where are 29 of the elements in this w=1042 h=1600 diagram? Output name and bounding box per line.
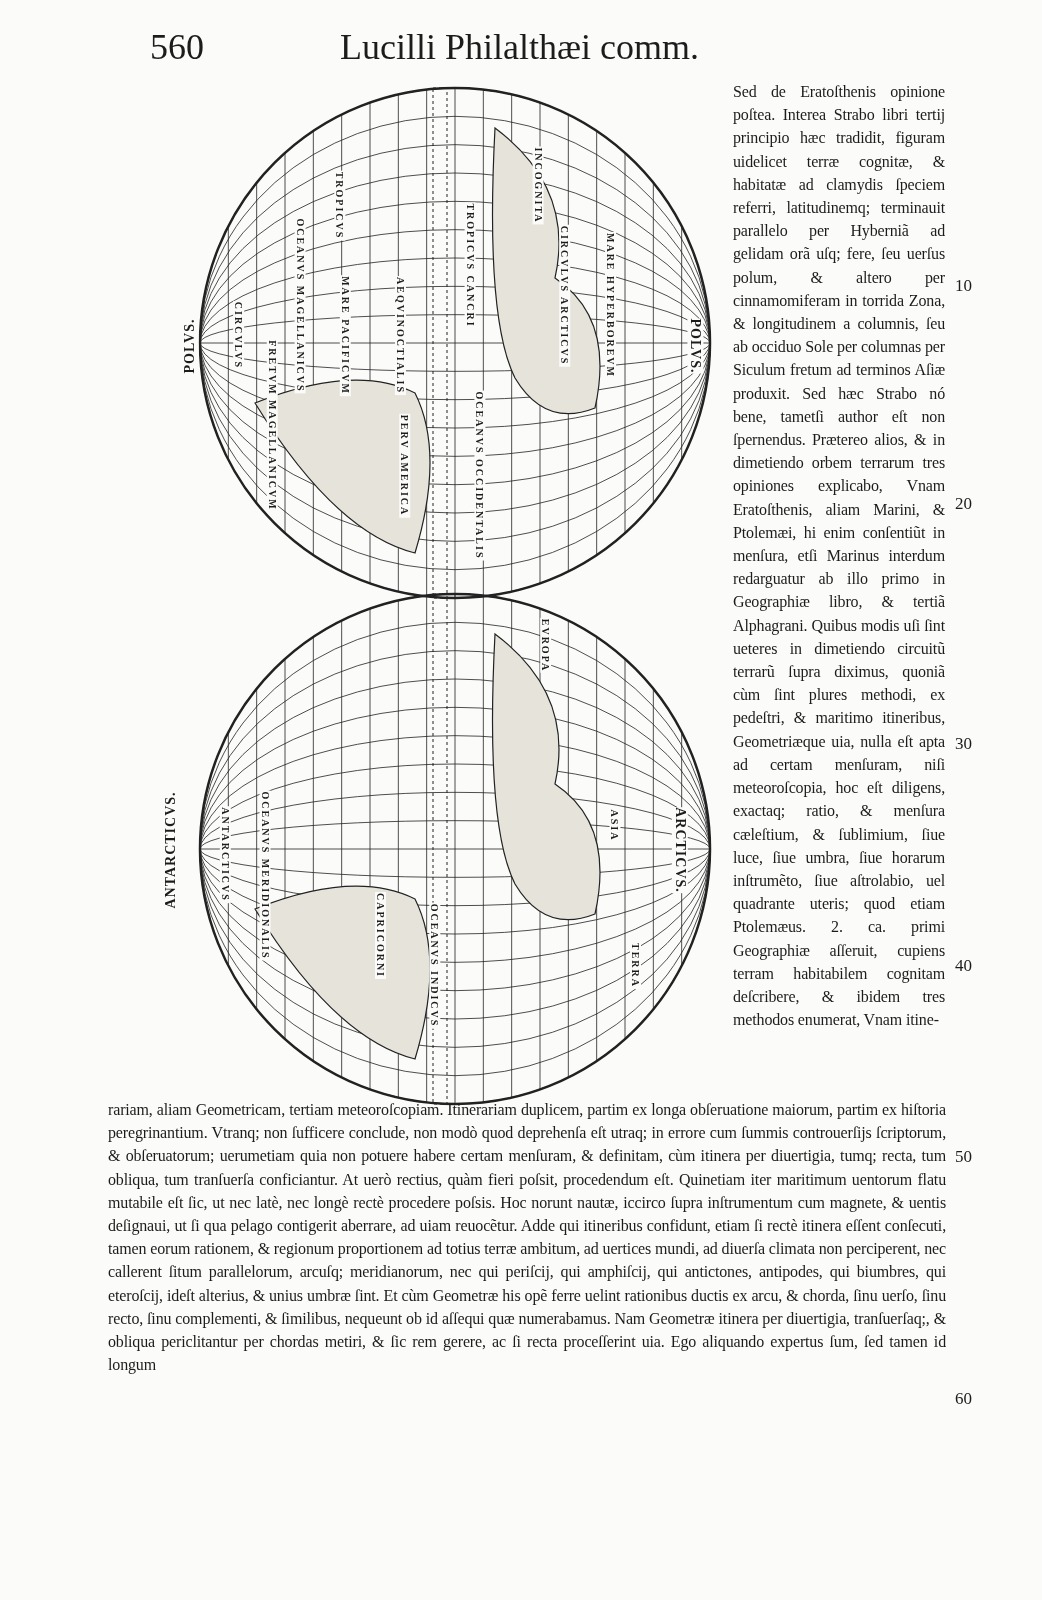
- map-label: OCEANVS MERIDIONALIS: [259, 790, 271, 961]
- map-label: ASIA: [609, 808, 621, 843]
- map-label: OCEANVS INDICVS: [429, 902, 441, 1029]
- map-label: OCEANVS OCCIDENTALIS: [474, 390, 486, 561]
- page-number: 560: [150, 26, 204, 68]
- map-label: POLVS.: [686, 318, 703, 374]
- map-label: ANTARCTICVS: [219, 806, 231, 903]
- map-label: AEQVINOCTIALIS: [394, 276, 406, 395]
- map-label: OCEANVS MAGELLANICVS: [294, 217, 306, 394]
- map-label: PERV AMERICA: [399, 413, 411, 518]
- map-label: TROPICVS: [334, 170, 346, 241]
- map-label: ARCTICVS.: [671, 807, 688, 893]
- line-number: 20: [955, 494, 972, 514]
- map-label: INCOGNITA: [532, 146, 544, 225]
- line-number: 60: [955, 1389, 972, 1409]
- map-label: TERRA: [629, 942, 641, 989]
- map-label: CIRCVLVS ARCTICVS: [559, 224, 571, 367]
- text-paragraph: rariam, aliam Geometricam, tertiam meteoroſcopiam. Itinerariam duplicem, partim ex longa obſeruatione maiorum, partim ex hiſtoria peregrinantium. Vtranq; non ſufficere conclude, non modò quod deprehenſa eſt utraq; in errore cum ſummis controuerſijs ſcriptorum, & obſeruatorum; uerumetiam quia non potuere habere certam menſuram, & definitam, cùm itinera per diuertigia, tumq; recta, tum obliqua, tum tranſuerſa conficiantur. At uerò rectius, quàm fieri poſsit, procedendum eſt. Quinetiam iter maritimum uentorum flatu mutabile eſt ſic, ut nec latè, nec longè rectè procedere poſsis. Hoc norunt nautæ, iccirco ſupra inſtrumentum cum magnete, & uentis deſignaui, ut ſi qua pelago contigerit aberrare, ad uiam reuocẽtur. Adde qui itineribus confidunt, etiam ſi rectè itinera eſſent conſecuti, tamen eorum rationem, & regionum proportionem ad totius terræ ambitum, ad uertices mundi, ad diuerſa climata non perciperent, nec callerent ſitum parallelorum, arcuſq; meridianorum, nec qui periſcij, qui amphiſcij, qui antictones, antipodes, qui biumbres, qui eteroſcij, ideſt alterius, & unius umbræ ſint. Et cùm Geometræ his opẽ ferre uelint rationibus ductis ex arcu, & chorda, ſinu uerſo, ſinu recto, ſinu complementi, & ſimilibus, nequeunt ob id aſſequi quæ numerabamus. Nam Geometræ itinera per diuertigia, tranſuerſaq;, & obliqua periclitantur per chordas metiri, & ſic rem gerere, ac ſi recta proceſſerint uia. Ego aliquando expertus ſum, ſed tamen id longum: [108, 1100, 946, 1376]
- line-number: 10: [955, 276, 972, 296]
- map-label: FRETVM MAGELLANICVM: [266, 339, 278, 512]
- line-number: 40: [955, 956, 972, 976]
- line-number: 30: [955, 734, 972, 754]
- text-paragraph: Sed de Eratoſthenis opinione poſtea. Interea Strabo libri tertij principio hæc tradidit, figuram uidelicet terræ cognitæ, & habitatæ ad clamydis ſpeciem referri, latitudinemq; terminauit parallelo per Hyberniã ad gelidam orã uſq; fere, ſeu uerſus polum, & altero per cinnamomiferam in torrida Zona, & longitudinem a columnis, ſeu ab occiduo Sole per columnas per Siculum fretum ad terminos Aſiæ produxit. Sed hæc Strabo nó bene, tametſi author eſt non ſpernendus. Prætereo alios, & in dimetiendo orbem terrarum tres opiniones explicabo, Vnam Eratoſthenis, aliam Marini, & Ptolemæi, hi enim conſentiũt in menſura, etſi Marinus interdum redarguatur ab illo primo in Geographiæ libro, & tertiã Alphagrani. Quibus modis uſi ſint ueteres in dimetiendo circuitũ terrarũ ſupra diximus, quoniã cùm ſint plures methodi, ex pedeſtri, & maritimo itineribus, Geometriæque uia, nulla eſt apta ad certam menſuram, niſi meteoroſcopia, hoc eſt diligens, exactaq; ratio, & menſura cæleſtium, & ſublimium, ſiue luce, ſiue umbra, ſiue horarum inſtrumẽto, ſiue aſtrolabio, uel quadrante uteris; quod etiam Ptolemæus. 2. ca. primi Geographiæ aſſeruit, cupiens terram habitabilem cognitam deſcribere, & ibidem tres methodos enumerat, Vnam itine-: [733, 82, 945, 1031]
- page-heading: Lucilli Philalthæi comm.: [340, 26, 699, 68]
- map-label: MARE PACIFICVM: [339, 275, 351, 396]
- line-number: 50: [955, 1147, 972, 1167]
- map-label: TROPICVS CANCRI: [464, 202, 476, 329]
- map-label: EVROPA: [539, 617, 551, 674]
- map-label: CAPRICORNI: [374, 892, 386, 979]
